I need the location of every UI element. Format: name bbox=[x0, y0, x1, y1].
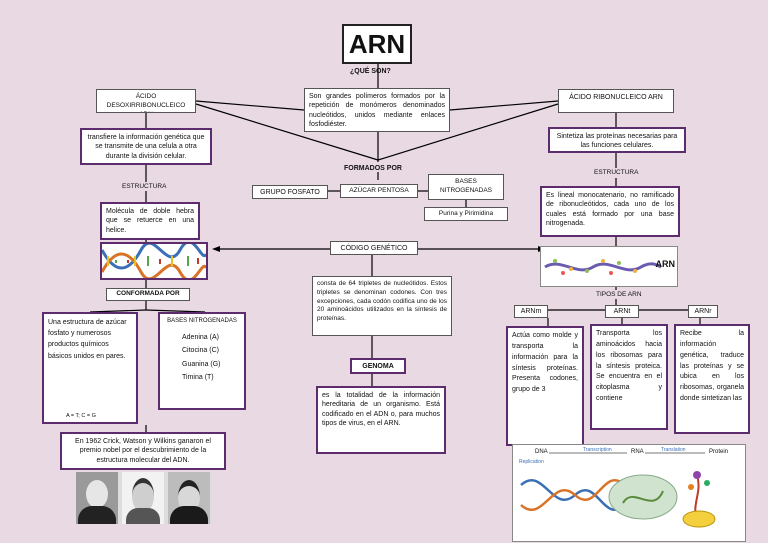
arnr-desc-box: Recibe la información genética, traduce … bbox=[674, 324, 750, 434]
dogma-translation: Translation bbox=[661, 447, 686, 453]
codigo-text-box: consta de 64 tripletes de nucleótidos. E… bbox=[312, 276, 452, 336]
adn-structure-box: Molécula de doble hebra que se retuerce … bbox=[100, 202, 200, 240]
azucar-pentosa-box: AZÚCAR PENTOSA bbox=[340, 184, 418, 198]
dogma-transcription: Transcription bbox=[583, 447, 612, 453]
adn-components-text: Una estructura de azúcar fosfato y numer… bbox=[48, 319, 127, 360]
dna-helix-icon bbox=[102, 244, 206, 278]
dna-helix-image bbox=[100, 242, 208, 280]
purina-box: Purina y Pirimidina bbox=[424, 207, 508, 221]
pair-rule: A = T; C = G bbox=[66, 412, 96, 419]
dogma-protein: Protein bbox=[709, 449, 729, 455]
formados-por-label: FORMADOS POR bbox=[344, 165, 402, 172]
base-adenina: Adenina (A) bbox=[182, 334, 219, 342]
scientist-portraits bbox=[76, 472, 212, 524]
dogma-dna: DNA bbox=[535, 449, 548, 455]
dogma-rna: RNA bbox=[631, 449, 644, 455]
rna-strand-icon bbox=[544, 259, 662, 275]
nobel-box: En 1962 Crick, Watson y Wilkins ganaron … bbox=[60, 432, 226, 470]
adn-bases-title: BASES NITROGENADAS bbox=[167, 318, 237, 324]
base-timina: Timina (T) bbox=[182, 373, 214, 381]
arn-title-box: ÁCIDO RIBONUCLEICO ARN bbox=[558, 89, 674, 113]
adn-estructura-label: ESTRUCTURA bbox=[122, 183, 167, 190]
dogma-diagram-icon bbox=[520, 452, 716, 528]
adn-conformada-box: CONFORMADA POR bbox=[106, 288, 190, 301]
codigo-title-box: CÓDIGO GENÉTICO bbox=[330, 241, 418, 255]
grupo-fosfato-box: GRUPO FOSFATO bbox=[252, 185, 328, 199]
page-title: ARN bbox=[348, 29, 406, 59]
arnt-title: ARNt bbox=[605, 305, 639, 318]
adn-function-box: transfiere la información genética que s… bbox=[80, 128, 212, 165]
arn-function-box: Sintetiza las proteínas necesarias para … bbox=[548, 127, 686, 153]
arnm-title: ARNm bbox=[514, 305, 548, 318]
genoma-title-box: GENOMA bbox=[350, 358, 406, 374]
arn-estructura-label: ESTRUCTURA bbox=[594, 169, 639, 176]
bases-nitrogenadas-box: BASES NITROGENADAS bbox=[428, 174, 504, 200]
tipos-arn-label: TIPOS DE ARN bbox=[596, 291, 642, 298]
adn-components-box: Una estructura de azúcar fosfato y numer… bbox=[42, 312, 138, 424]
arn-structure-box: Es lineal monocatenario, no ramificado d… bbox=[540, 186, 680, 237]
dogma-replication: Replication bbox=[519, 459, 544, 465]
title-box: ARN bbox=[342, 24, 412, 64]
adn-title-box: ÁCIDO DESOXIRRIBONUCLEICO ADN bbox=[96, 89, 196, 113]
portrait-wilkins bbox=[168, 472, 210, 524]
que-son-label: ¿QUÉ SON? bbox=[350, 68, 391, 75]
definition-box: Son grandes polímeros formados por la re… bbox=[304, 88, 450, 132]
portrait-crick bbox=[76, 472, 118, 524]
arn-image-label: ARN bbox=[655, 259, 676, 269]
genoma-text-box: es la totalidad de la información heredi… bbox=[316, 386, 446, 454]
base-citocina: Citocina (C) bbox=[182, 347, 219, 355]
adn-bases-box: BASES NITROGENADAS Adenina (A) Citocina … bbox=[158, 312, 246, 410]
arnt-desc-box: Transporta los aminoácidos hacia los rib… bbox=[590, 324, 668, 430]
arn-strand-image: ARN bbox=[540, 246, 678, 287]
central-dogma-image: DNA Transcription RNA Translation Protei… bbox=[512, 444, 746, 542]
arnm-desc-box: Actúa como molde y transporta la informa… bbox=[506, 326, 584, 446]
portrait-watson bbox=[122, 472, 164, 524]
base-guanina: Guanina (G) bbox=[182, 360, 221, 368]
arnr-title: ARNr bbox=[688, 305, 718, 318]
